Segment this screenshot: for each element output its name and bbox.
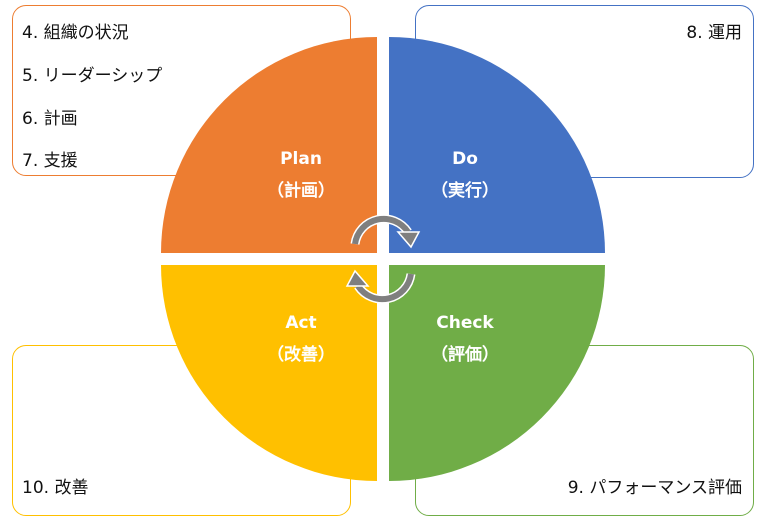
- cycle-arrow-top-icon: [350, 214, 421, 249]
- do-quadrant: [389, 37, 605, 253]
- check-title: Check: [436, 313, 494, 333]
- cycle-arrow-bottom-icon: [345, 269, 416, 304]
- do-title: Do: [452, 149, 478, 169]
- check-label: Check （評価）: [405, 307, 525, 371]
- act-label: Act （改善）: [241, 307, 361, 371]
- plan-label: Plan （計画）: [241, 143, 361, 207]
- plan-subtitle: （計画）: [267, 181, 335, 201]
- check-subtitle: （評価）: [431, 345, 499, 365]
- plan-item: 5. リーダーシップ: [22, 66, 163, 86]
- plan-item: 4. 組織の状況: [22, 23, 129, 43]
- check-quadrant: [389, 265, 605, 481]
- act-subtitle: （改善）: [267, 345, 335, 365]
- act-quadrant: [161, 265, 377, 481]
- act-item: 10. 改善: [22, 478, 89, 498]
- act-title: Act: [285, 313, 317, 333]
- plan-quadrant: [161, 37, 377, 253]
- plan-title: Plan: [280, 149, 322, 169]
- plan-item: 6. 計画: [22, 109, 78, 129]
- check-item: 9. パフォーマンス評価: [567, 478, 742, 498]
- do-subtitle: （実行）: [431, 181, 499, 201]
- do-item: 8. 運用: [686, 23, 742, 43]
- do-label: Do （実行）: [405, 143, 525, 207]
- plan-item: 7. 支援: [22, 151, 78, 171]
